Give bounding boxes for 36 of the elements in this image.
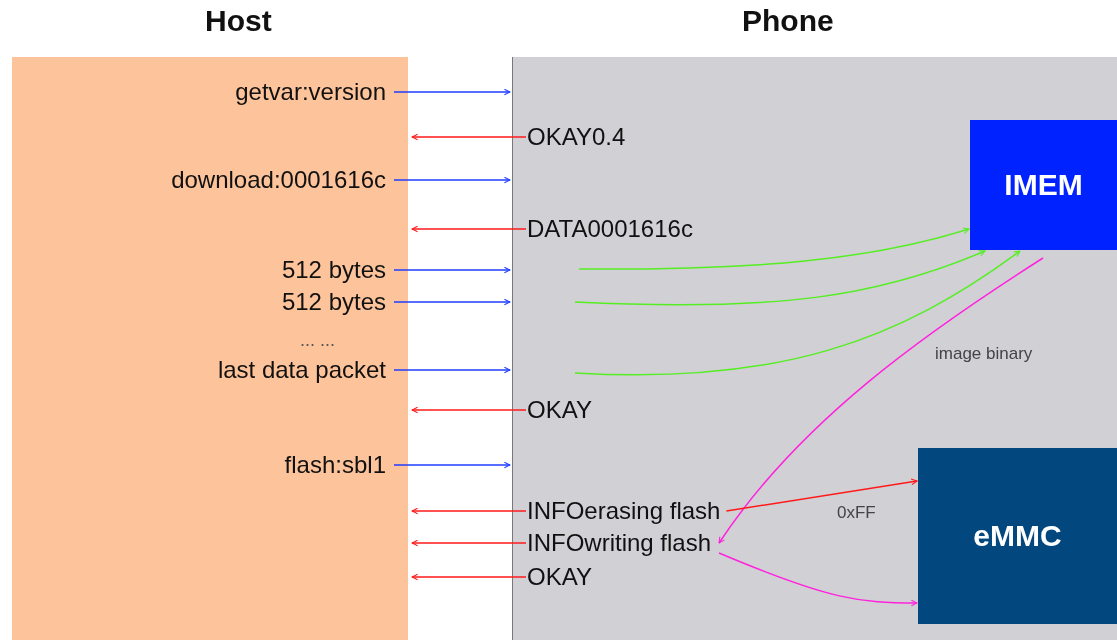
lane-heading: Host (205, 4, 272, 38)
arrow (411, 539, 527, 547)
arrow (411, 133, 527, 141)
arrow (725, 478, 918, 512)
arrow (718, 257, 1044, 544)
message-text: 512 bytes (281, 288, 386, 316)
arrow (393, 366, 511, 374)
arrow (718, 552, 918, 607)
arrow (393, 176, 511, 184)
arrow (393, 88, 511, 96)
message-text: last data packet (217, 356, 386, 384)
message-text: INFOerasing flash (527, 497, 721, 525)
arrow (393, 266, 511, 274)
message-text: flash:sbl1 (284, 451, 386, 479)
message-text: 512 bytes (281, 256, 386, 284)
message-text: getvar:version (235, 78, 386, 106)
arrow (411, 406, 527, 414)
message-text: download:0001616c (171, 166, 386, 194)
arrow (393, 298, 511, 306)
message-text: OKAY (527, 563, 592, 591)
memory-block: IMEM (970, 120, 1117, 250)
storage-block: eMMC (918, 448, 1117, 624)
arrow (411, 507, 527, 515)
arrow (411, 573, 527, 581)
message-text: OKAY (527, 396, 592, 424)
arrow (574, 250, 986, 306)
arrow (578, 227, 970, 270)
ellipsis-text: ... ... (300, 329, 335, 352)
lane-heading: Phone (742, 4, 834, 38)
edge-label: image binary (933, 344, 1035, 364)
arrow (411, 225, 527, 233)
message-text: OKAY0.4 (527, 123, 626, 151)
arrow (393, 461, 511, 469)
message-text: DATA0001616c (527, 215, 693, 243)
arrow (574, 250, 1021, 376)
message-text: INFOwriting flash (527, 529, 712, 557)
